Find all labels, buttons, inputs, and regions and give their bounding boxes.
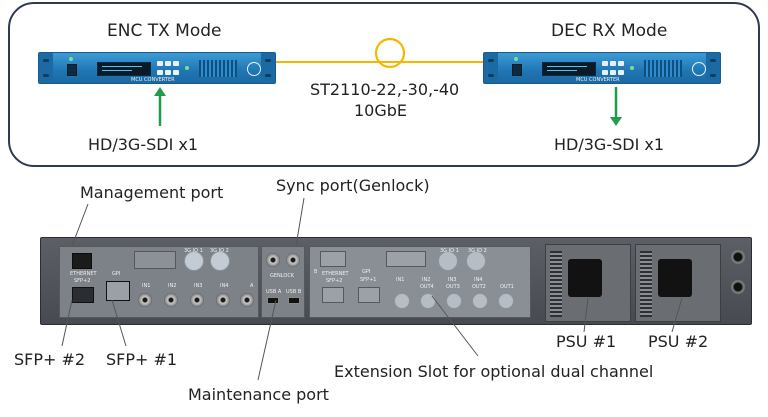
dec-output-arrow xyxy=(610,87,622,126)
psu2-label: PSU #2 xyxy=(648,332,709,351)
power-switch xyxy=(67,64,77,76)
device-front-text: MCU CONVERTER xyxy=(131,77,175,83)
slot-b-plate: B ETHERNET SFP+2 GPI SFP+1 3G IO 1 3G IO… xyxy=(309,246,531,318)
front-vent xyxy=(644,60,682,77)
gpi-print: GPI xyxy=(112,271,121,277)
front-vent xyxy=(199,60,237,77)
enc-input-arrow xyxy=(154,87,166,126)
extension-slot-label: Extension Slot for optional dual channel xyxy=(334,362,654,381)
leader-psu1 xyxy=(583,297,589,333)
leader-maintenance xyxy=(257,299,277,381)
genlock-area: GENLOCK USB A USB B xyxy=(261,246,305,318)
genlock-bnc-2 xyxy=(286,253,300,267)
fiber-loop xyxy=(374,37,406,69)
bnc-connector xyxy=(138,293,152,307)
leader-management xyxy=(71,203,89,247)
bnc-connector xyxy=(216,293,230,307)
leader-sync xyxy=(295,197,305,247)
slot-a-plate: ETHERNET SFP+2 GPI 3G IO 1 3G IO 2 IN1 I… xyxy=(59,246,259,318)
usb-b-port xyxy=(288,297,300,304)
leader-sfp2 xyxy=(61,299,73,347)
bnc-connector xyxy=(240,293,254,307)
power-inlet xyxy=(658,259,692,297)
leader-extension xyxy=(431,295,479,357)
power-switch xyxy=(512,64,522,76)
dec-output-label: HD/3G-SDI x1 xyxy=(554,135,665,154)
power-inlet xyxy=(568,259,602,297)
ethernet-print: ETHERNET xyxy=(70,271,97,277)
psu1-label: PSU #1 xyxy=(556,332,617,351)
maintenance-port-label: Maintenance port xyxy=(188,385,329,404)
usb-a-port xyxy=(267,297,279,304)
bnc-connector xyxy=(190,293,204,307)
genlock-bnc-1 xyxy=(266,253,280,267)
sync-port-label: Sync port(Genlock) xyxy=(276,176,430,195)
enc-device: MCU CONVERTER xyxy=(38,52,276,84)
bnc-connector xyxy=(164,293,178,307)
device-front-text: MCU CONVERTER xyxy=(576,77,620,83)
management-port-label: Management port xyxy=(80,183,224,202)
dec-title: DEC RX Mode xyxy=(551,21,668,41)
sfp1-label: SFP+ #1 xyxy=(106,350,178,369)
link-protocol-label: ST2110-22,-30,-40 xyxy=(310,80,460,99)
link-speed-label: 10GbE xyxy=(354,101,408,120)
enc-title: ENC TX Mode xyxy=(107,21,222,41)
sfp1-port xyxy=(106,281,130,301)
sdi-cap-2 xyxy=(210,251,230,271)
front-lcd xyxy=(542,62,596,76)
front-lcd xyxy=(97,62,151,76)
sfp2-port xyxy=(72,287,94,303)
fiber-link xyxy=(272,37,498,69)
ethernet-port xyxy=(72,253,92,269)
sdi-cap-1 xyxy=(184,251,204,271)
dec-device: MCU CONVERTER xyxy=(483,52,721,84)
status-led xyxy=(514,57,518,61)
brand-logo xyxy=(247,62,261,76)
sfp2-label: SFP+ #2 xyxy=(14,350,86,369)
leader-sfp1 xyxy=(111,299,127,347)
psu-1 xyxy=(545,244,631,322)
psu-2 xyxy=(635,244,721,322)
sfp2-print: SFP+2 xyxy=(74,278,91,284)
top-frame xyxy=(8,2,760,167)
enc-input-label: HD/3G-SDI x1 xyxy=(88,135,199,154)
leader-psu2 xyxy=(671,297,683,333)
rear-panel: ETHERNET SFP+2 GPI 3G IO 1 3G IO 2 IN1 I… xyxy=(40,237,752,325)
brand-logo xyxy=(692,62,706,76)
status-led xyxy=(69,57,73,61)
